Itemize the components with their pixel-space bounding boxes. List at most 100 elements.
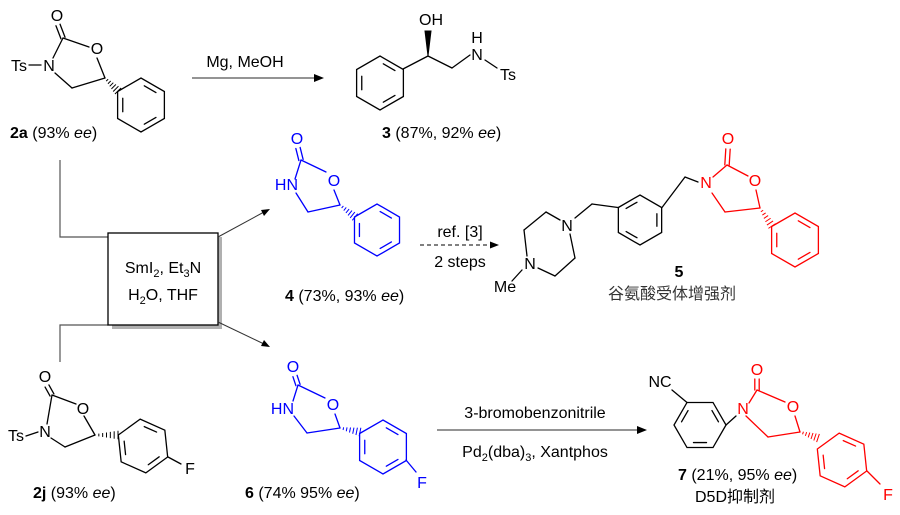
atom-n: N xyxy=(471,47,483,64)
bond xyxy=(725,415,737,426)
ref-link[interactable]: ref. [3] xyxy=(437,224,482,241)
bond xyxy=(625,201,638,210)
reaction-arrow-mg-meoh: Mg, MeOH xyxy=(192,54,324,82)
bond xyxy=(822,454,826,470)
atom-n: N xyxy=(39,424,51,441)
bond xyxy=(83,415,96,436)
bond xyxy=(143,116,157,125)
hashed-bond xyxy=(813,433,817,441)
atom-o: O xyxy=(722,131,734,148)
bond xyxy=(842,439,857,447)
bond xyxy=(427,55,453,69)
bond xyxy=(296,374,301,385)
bond xyxy=(379,210,393,219)
bond xyxy=(405,459,417,473)
hashed-bond xyxy=(109,82,114,87)
atom-o: O xyxy=(749,173,761,190)
bond xyxy=(537,267,556,277)
atom-o: O xyxy=(91,41,103,58)
bond xyxy=(147,456,160,466)
bond xyxy=(680,409,689,423)
bond xyxy=(724,207,761,213)
compound-label-4: 4 (73%, 93% ee) xyxy=(285,288,404,305)
atom-hn: HN xyxy=(271,401,294,418)
benzene-ring xyxy=(358,419,408,475)
hashed-bond xyxy=(111,84,117,90)
compound-7: NC N O O F 7 (21%, 95% ee) D5D抑制剂 xyxy=(648,362,893,506)
atom-n: N xyxy=(524,256,536,273)
bond xyxy=(307,204,341,213)
bond xyxy=(167,456,182,465)
compound-label-5: 5 xyxy=(675,264,684,281)
atom-n: N xyxy=(700,175,712,192)
bond xyxy=(382,94,396,103)
hashed-bond xyxy=(763,215,769,219)
reagent-box-smi2: SmI2, Et3N H2O, THF xyxy=(59,160,270,362)
hashed-bond xyxy=(107,80,112,85)
bond xyxy=(48,384,55,395)
atom-h: H xyxy=(471,30,483,47)
bond xyxy=(574,203,593,219)
wedge-bond xyxy=(424,30,432,57)
compound-description-5: 谷氨酸受体增强剂 xyxy=(608,285,736,303)
benzene-ring xyxy=(355,55,405,111)
hashed-bond xyxy=(112,85,119,92)
atom-o: O xyxy=(39,369,51,386)
atom-o: O xyxy=(291,131,303,148)
bond xyxy=(46,394,53,425)
bond xyxy=(294,159,302,180)
hashed-bond xyxy=(804,431,808,437)
reagent-label: 3-bromobenzonitrile xyxy=(464,405,606,422)
hashed-bond xyxy=(349,427,351,433)
benzene-ring xyxy=(816,432,868,488)
bond xyxy=(726,164,749,177)
benzene-ring xyxy=(117,418,169,474)
bond xyxy=(451,54,471,69)
hashed-bond xyxy=(105,78,109,82)
atom-o: O xyxy=(787,399,799,416)
bond xyxy=(334,413,341,429)
bond xyxy=(382,63,396,72)
bond xyxy=(712,164,728,178)
reagent-line-2: H2O, THF xyxy=(128,287,198,307)
bond xyxy=(51,394,77,405)
hashed-bond xyxy=(345,208,350,214)
bond xyxy=(523,229,528,257)
atom-n: N xyxy=(561,218,573,235)
benzene-ring xyxy=(673,401,727,449)
compound-label-2j: 2j (93% ee) xyxy=(33,485,116,502)
bond xyxy=(756,389,786,403)
bond xyxy=(661,176,686,209)
atom-o: O xyxy=(51,8,63,25)
atom-o: O xyxy=(328,173,340,190)
atom-f: F xyxy=(185,461,195,478)
catalyst-label: Pd2(dba)3, Xantphos xyxy=(462,444,608,464)
compound-description-7: D5D抑制剂 xyxy=(695,488,775,506)
reagent-line-1: SmI2, Et3N xyxy=(125,260,201,280)
bond xyxy=(866,470,881,485)
benzene-ring xyxy=(353,203,401,257)
bond xyxy=(123,440,127,456)
bond xyxy=(71,77,106,89)
compound-2j: O O N Ts F 2j (93% ee) xyxy=(8,369,195,502)
atom-ts: Ts xyxy=(8,428,24,445)
bond xyxy=(724,148,727,166)
atom-oh: OH xyxy=(419,12,443,29)
reagent-label: Mg, MeOH xyxy=(206,54,283,71)
bond xyxy=(511,269,523,282)
bond xyxy=(300,159,327,173)
atom-ts: Ts xyxy=(11,58,27,75)
atom-nc: NC xyxy=(648,374,671,391)
hashed-bond xyxy=(343,207,347,211)
bond xyxy=(143,85,157,94)
hashed-bond xyxy=(341,205,344,209)
bond xyxy=(143,425,158,433)
bond xyxy=(728,148,731,166)
hashed-bond xyxy=(760,209,764,213)
bond xyxy=(292,384,299,402)
hashed-bond xyxy=(347,210,353,216)
bond xyxy=(711,409,720,423)
bond xyxy=(333,189,341,206)
bond xyxy=(755,189,761,209)
